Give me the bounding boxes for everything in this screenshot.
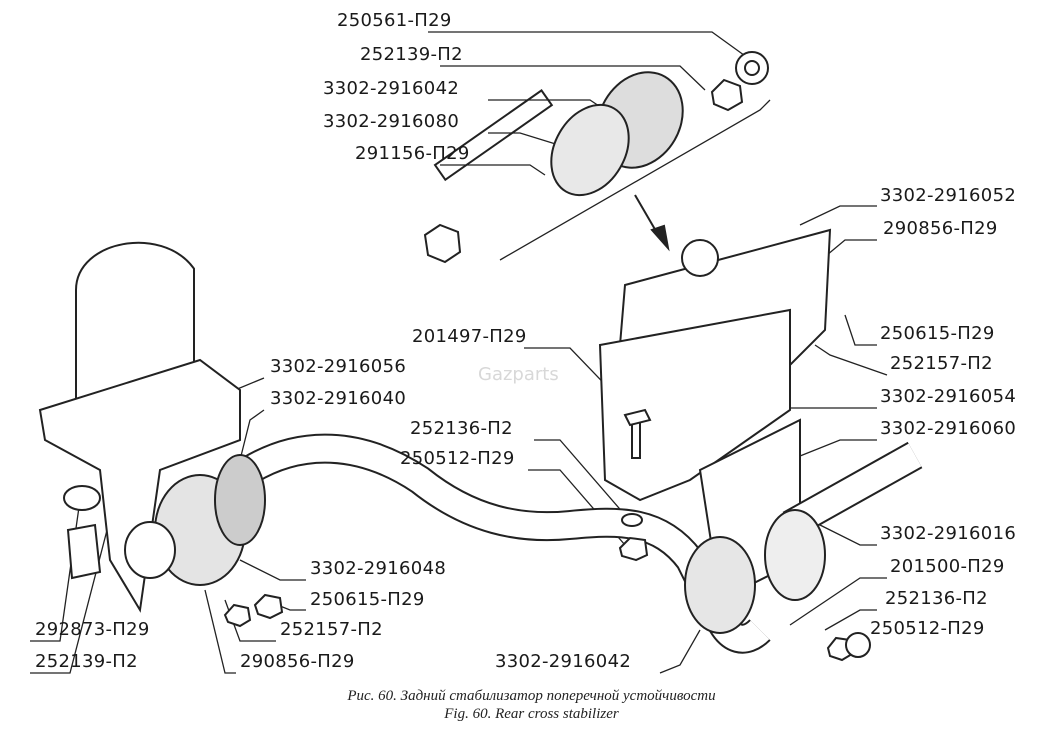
- part-label: 252157-П2: [890, 353, 993, 374]
- part-label: 250615-П29: [310, 589, 425, 610]
- part-label: 3302-2916080: [323, 111, 460, 132]
- bracket-left: [38, 241, 284, 628]
- part-label: 252139-П2: [360, 44, 463, 65]
- part-label: 201500-П29: [890, 556, 1005, 577]
- part-label: 290856-П29: [883, 218, 998, 239]
- bushing-assembly-top: [423, 51, 769, 264]
- part-label: 250615-П29: [880, 323, 995, 344]
- part-label: 3302-2916060: [880, 418, 1017, 439]
- part-label: 250512-П29: [870, 618, 985, 639]
- part-label: 250512-П29: [400, 448, 515, 469]
- part-label: 292873-П29: [35, 619, 150, 640]
- part-label: 3302-2916056: [270, 356, 407, 377]
- part-label: 290856-П29: [240, 651, 355, 672]
- part-label: 3302-2916042: [495, 651, 632, 672]
- part-label: 250561-П29: [337, 10, 452, 31]
- caption-ru: Рис. 60. Задний стабилизатор поперечной …: [347, 688, 716, 704]
- part-label: 3302-2916040: [270, 388, 407, 409]
- part-label: 252136-П2: [885, 588, 988, 609]
- part-label: 3302-2916054: [880, 386, 1017, 407]
- part-label: 3302-2916042: [323, 78, 460, 99]
- part-label: 252157-П2: [280, 619, 383, 640]
- part-label: 252139-П2: [35, 651, 138, 672]
- arrow-icon: [634, 194, 670, 252]
- part-label: 3302-2916048: [310, 558, 447, 579]
- part-label: 201497-П29: [412, 326, 527, 347]
- caption-en: Fig. 60. Rear cross stabilizer: [444, 706, 619, 722]
- bushing-bottom-right: [684, 509, 871, 662]
- part-label: 291156-П29: [355, 143, 470, 164]
- part-label: 3302-2916052: [880, 185, 1017, 206]
- part-label: 3302-2916016: [880, 523, 1017, 544]
- watermark: Gazparts: [478, 364, 559, 385]
- bolt-middle: [618, 408, 652, 562]
- part-label: 252136-П2: [410, 418, 513, 439]
